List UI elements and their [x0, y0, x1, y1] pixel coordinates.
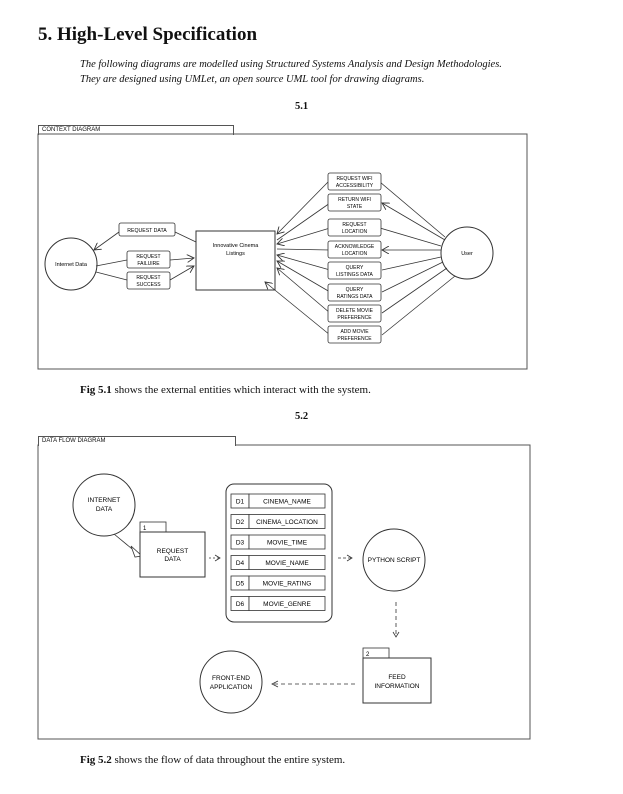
flow-label-4-line-1: ACKNOWLEDGE — [335, 244, 375, 250]
flow-request-success-line-2: SUCCESS — [136, 282, 161, 288]
internet-to-request-arrow — [113, 533, 143, 558]
frontend-label-line-1: FRONT-END — [212, 675, 250, 682]
data-flow-diagram-frame — [37, 444, 531, 740]
flow-label-1-line-2: ACCESSIBILITY — [336, 183, 374, 189]
figure-number-5-1: 5.1 — [295, 101, 309, 112]
data-store-d3: D3 MOVIE_TIME — [230, 534, 326, 550]
internet-label-line-2: DATA — [96, 506, 113, 513]
figure-number-5-2: 5.2 — [295, 411, 309, 422]
flow-request-data: REQUEST DATA — [118, 222, 176, 237]
section-heading: 5. High-Level Specification — [38, 24, 258, 45]
data-store-name: MOVIE_GENRE — [263, 601, 311, 608]
python-script-label: PYTHON SCRIPT — [368, 557, 421, 564]
frontend-entity: FRONT-END APPLICATION — [199, 650, 263, 714]
figure-5-1-caption-text: shows the external entities which intera… — [111, 384, 371, 396]
flow-label-5-line-2: LISTINGS DATA — [336, 272, 373, 278]
flow-label-7-line-2: PREFERENCE — [337, 315, 372, 321]
internet-data-entity: Internet Data — [44, 237, 98, 291]
frontend-label-line-2: APPLICATION — [210, 684, 253, 691]
request-to-stores-arrow — [209, 554, 221, 562]
process-feed-information: 2 FEED INFORMATION — [362, 647, 432, 704]
stores-to-python-arrow — [338, 554, 353, 562]
system-label-line-2: Listings — [226, 251, 245, 257]
figure-5-2-caption: Fig 5.2 shows the flow of data throughou… — [80, 754, 345, 766]
left-flow-lines — [94, 231, 197, 281]
process-2-label-line-2: INFORMATION — [374, 683, 419, 690]
flow-label-2-line-2: STATE — [347, 204, 363, 210]
context-diagram-frame — [37, 133, 528, 370]
flow-request-success: REQUEST SUCCESS — [126, 271, 171, 290]
flow-label-2-line-1: RETURN WIFI — [338, 197, 371, 203]
flow-label-6-line-1: QUERY — [346, 287, 364, 293]
data-store-name: CINEMA_LOCATION — [256, 519, 318, 526]
data-store-d5: D5 MOVIE_RATING — [230, 575, 326, 591]
flow-request-failure-line-2: FAILUIRE — [137, 261, 160, 267]
figure-5-2-caption-label: Fig 5.2 — [80, 754, 112, 766]
process-2-label-line-1: FEED — [388, 674, 406, 681]
data-store-d2: D2 CINEMA_LOCATION — [230, 514, 326, 529]
intro-line-2: They are designed using UMLet, an open s… — [80, 74, 425, 85]
data-store-name: MOVIE_NAME — [265, 560, 309, 567]
internet-label-line-1: INTERNET — [88, 497, 121, 504]
python-script-process: PYTHON SCRIPT — [362, 528, 426, 592]
data-store-id: D6 — [236, 601, 245, 608]
process-1-label-line-2: DATA — [164, 556, 181, 563]
process-2-number: 2 — [366, 652, 370, 658]
process-1-label-line-1: REQUEST — [157, 548, 188, 555]
flow-label-7-line-1: DELETE MOVIE — [336, 308, 374, 314]
flow-label-8-line-1: ADD MOVIE — [340, 329, 369, 335]
data-store-d6: D6 MOVIE_GENRE — [230, 596, 326, 611]
data-store-d1: D1 CINEMA_NAME — [230, 493, 326, 509]
context-diagram-tab: CONTEXT DIAGRAM — [38, 125, 234, 135]
intro-text: The following diagrams are modelled usin… — [80, 57, 600, 87]
data-store-id: D5 — [236, 581, 245, 588]
internet-data-label: Internet Data — [55, 262, 88, 268]
data-store-id: D1 — [236, 499, 245, 506]
process-request-data: 1 REQUEST DATA — [139, 521, 206, 578]
flow-request-failure-line-1: REQUEST — [136, 254, 160, 260]
data-store-d4: D4 MOVIE_NAME — [230, 555, 326, 570]
system-process: Innovative Cinema Listings — [195, 230, 276, 291]
flow-request-data-label: REQUEST DATA — [127, 228, 167, 234]
flow-label-8-line-2: PREFERENCE — [337, 336, 372, 342]
python-to-feed-arrow — [392, 602, 400, 638]
flow-request-success-line-1: REQUEST — [136, 275, 160, 281]
flow-label-4-line-2: LOCATION — [342, 251, 368, 257]
data-store-name: CINEMA_NAME — [263, 499, 311, 506]
process-1-number: 1 — [143, 526, 147, 532]
flow-label-3-line-2: LOCATION — [342, 229, 368, 235]
flow-label-6-line-2: RATINGS DATA — [337, 294, 374, 300]
user-label: User — [461, 251, 473, 257]
flow-label-1-line-1: REQUEST WIFI — [336, 176, 372, 182]
figure-5-2-caption-text: shows the flow of data throughout the en… — [111, 754, 346, 766]
internet-entity: INTERNET DATA — [72, 473, 136, 537]
intro-line-1: The following diagrams are modelled usin… — [80, 59, 502, 70]
flow-label-5-line-1: QUERY — [346, 265, 364, 271]
data-stores: D1 CINEMA_NAME D2 CINEMA_LOCATION D3 MOVIE_TI… — [230, 493, 326, 611]
data-store-id: D3 — [236, 540, 245, 547]
user-entity: User — [440, 226, 494, 280]
data-store-id: D4 — [236, 560, 245, 567]
data-store-id: D2 — [236, 519, 245, 526]
feed-to-frontend-arrow — [271, 680, 355, 688]
figure-5-1-caption-label: Fig 5.1 — [80, 384, 112, 396]
flow-label-3-line-1: REQUEST — [342, 222, 366, 228]
system-label-line-1: Innovative Cinema — [213, 243, 259, 249]
data-flow-diagram-tab: DATA FLOW DIAGRAM — [38, 436, 236, 446]
figure-5-1-caption: Fig 5.1 shows the external entities whic… — [80, 384, 371, 396]
right-flow-lines — [265, 181, 456, 336]
data-store-name: MOVIE_RATING — [263, 581, 312, 588]
data-store-name: MOVIE_TIME — [267, 540, 308, 547]
flow-request-failure: REQUEST FAILUIRE — [126, 250, 171, 269]
